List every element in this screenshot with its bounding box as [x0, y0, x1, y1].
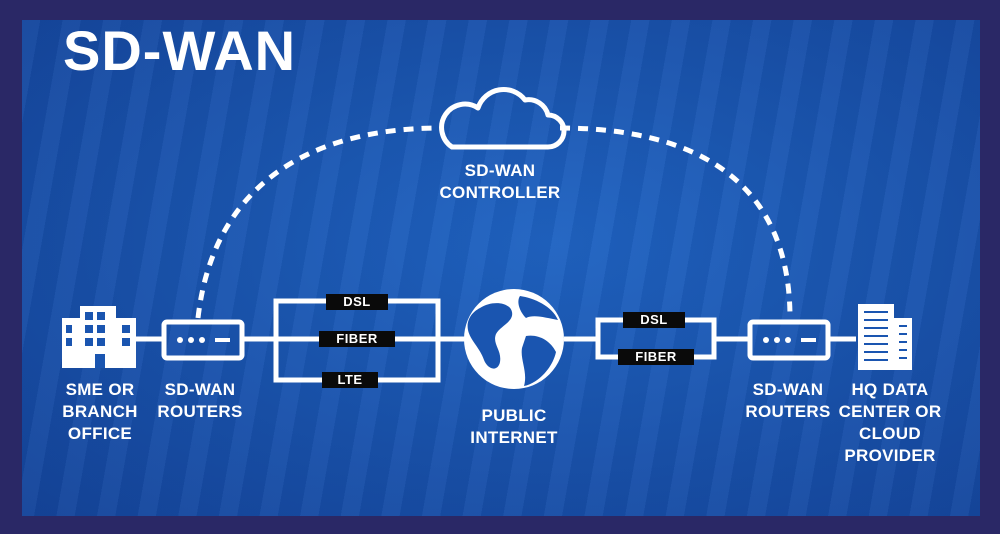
page-title: SD-WAN [63, 19, 297, 82]
datacenter-label: HQ DATA CENTER OR CLOUD PROVIDER [838, 380, 942, 465]
right-link-dsl: DSL [623, 312, 685, 328]
office-label: SME OR BRANCH OFFICE [62, 380, 138, 443]
left-link-lte: LTE [322, 372, 378, 388]
left-link-fiber: FIBER [319, 331, 395, 347]
controller-link-right [559, 125, 793, 319]
internet-label: PUBLIC INTERNET [470, 406, 558, 447]
controller-link-left [195, 125, 441, 319]
right-link-fiber: FIBER [618, 349, 694, 365]
cloud-icon [439, 87, 567, 150]
left-router-label: SD-WAN ROUTERS [157, 380, 243, 421]
left-link-dsl: DSL [326, 294, 388, 310]
controller-label: SD-WAN CONTROLLER [439, 161, 561, 202]
diagram-canvas [22, 20, 980, 516]
router-icon-left [161, 319, 245, 361]
datacenter-icon [858, 304, 912, 370]
right-router-label: SD-WAN ROUTERS [745, 380, 831, 421]
router-icon-right [747, 319, 831, 361]
building-icon [62, 306, 136, 368]
globe-icon [464, 289, 564, 389]
